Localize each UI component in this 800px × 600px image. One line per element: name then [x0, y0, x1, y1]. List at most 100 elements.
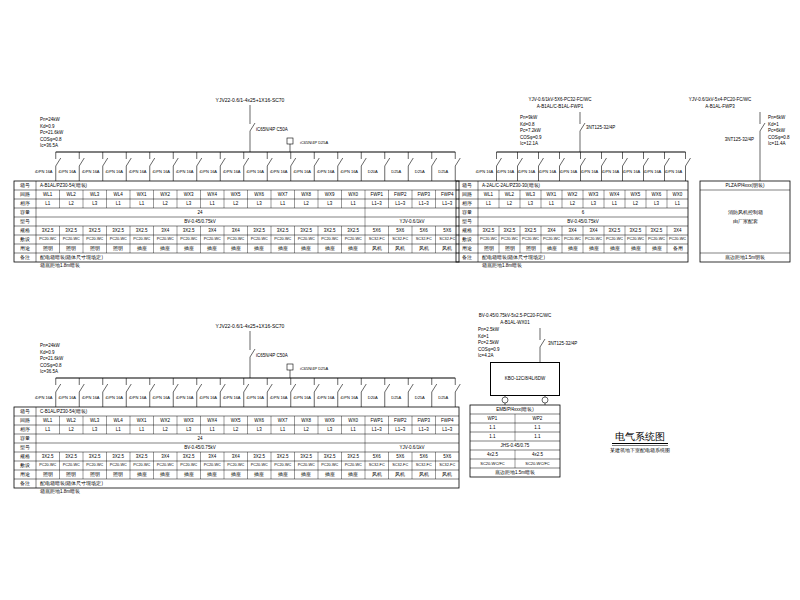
cable-spec: 3X4	[673, 228, 681, 233]
wire	[267, 158, 272, 166]
wire	[314, 384, 319, 392]
wire	[456, 235, 688, 236]
circuit-use: 插座	[207, 246, 217, 251]
load-data: COSφ=0.8	[40, 363, 62, 368]
branch-breaker: iDPN 16A	[293, 396, 311, 400]
phase: L1	[116, 427, 121, 432]
wire	[314, 158, 319, 166]
circuit-use: 插座	[348, 472, 358, 477]
wire	[760, 131, 761, 181]
circuit-number: FWP2	[394, 192, 407, 197]
branch-breaker: iDPN 16A	[340, 396, 358, 400]
branch-breaker: iDPN 16A	[105, 170, 123, 174]
load-data: Ic=36.5A	[40, 370, 58, 375]
row-header: 相序	[20, 427, 30, 432]
phase: L1~3	[442, 427, 452, 432]
laying-method: SC32-FC	[439, 238, 455, 242]
wire	[36, 407, 37, 488]
wire	[361, 166, 362, 181]
wire	[540, 347, 541, 362]
laying-method: SC32-FC	[369, 238, 385, 242]
branch-breaker: iDPN 16A	[518, 170, 536, 174]
wire	[106, 190, 107, 208]
circuit-use: 照明	[526, 246, 536, 251]
wire	[149, 392, 150, 407]
laying-method: PC20-WC	[274, 238, 291, 242]
switch-box: KBO-12C/8/4L/6DW	[490, 362, 560, 396]
wire	[667, 226, 668, 253]
wire	[412, 190, 413, 208]
phase: L1	[612, 201, 617, 206]
row-header: 容量	[462, 210, 472, 215]
laying-method: PC20-WC	[251, 464, 268, 468]
install-note: 箱底距地1.8m暗装	[40, 264, 80, 269]
branch-breaker: iDPN 16A	[270, 170, 288, 174]
branch-breaker: iDPN 16A	[665, 170, 683, 174]
feeder-cable: YJV22-0.6/1-4x25+1X16-SC70	[216, 98, 285, 103]
wire	[291, 158, 296, 166]
main-breaker: 3NT125-32/4P	[586, 126, 615, 131]
circuit-use: 照明	[43, 472, 53, 477]
branch-breaker: iDPN 16A	[560, 170, 578, 174]
circuit-number: WX0	[348, 192, 358, 197]
wire	[130, 190, 131, 208]
capacity: 1.1	[534, 434, 540, 439]
circuit-use: 风机	[442, 472, 452, 477]
circuit-use: 风机	[419, 472, 429, 477]
wire	[244, 384, 249, 392]
wire	[14, 416, 459, 417]
wire	[290, 370, 291, 378]
row-header: 箱号	[462, 183, 472, 188]
wire	[602, 158, 607, 166]
laying-method: SC20-WC/FC	[480, 462, 504, 466]
circuit-use: 插座	[325, 246, 335, 251]
cable-type: YJV-0.6/1kV	[400, 445, 425, 450]
branch-breaker: iDPN 16A	[129, 396, 147, 400]
circuit-number: WX1	[547, 192, 557, 197]
cable-spec: 5X6	[396, 454, 404, 459]
phase: L3	[327, 201, 332, 206]
circuit-use: 插座	[207, 472, 217, 477]
wire	[196, 166, 197, 181]
feeder-cable: YJV22-0.6/1-4x25+1X16-SC70	[216, 324, 285, 329]
circuit-number: WX0	[673, 192, 683, 197]
wire	[14, 425, 459, 426]
wire	[267, 384, 272, 392]
wire	[581, 158, 586, 166]
wire	[667, 190, 668, 208]
wire	[562, 226, 563, 253]
wire	[612, 443, 668, 444]
cable-spec: 5X6	[396, 228, 404, 233]
branch-breaker: iDPN 16A	[82, 170, 100, 174]
main-breaker: iC65N/4P C50A	[256, 128, 288, 133]
wire	[173, 166, 174, 181]
wire	[540, 328, 541, 340]
wire	[126, 392, 127, 407]
branch-breaker: iDPN 16A	[270, 396, 288, 400]
laying-method: PC20-WC	[227, 464, 244, 468]
wire	[515, 414, 516, 441]
cable-spec: 4x2.5	[487, 452, 498, 457]
wire	[271, 452, 272, 479]
circuit-use: 插座	[160, 246, 170, 251]
phase: L1	[280, 427, 285, 432]
cable-spec: 3X2.5	[300, 454, 312, 459]
phase: L1~3	[419, 201, 429, 206]
branch-breaker: iDPN 16A	[176, 396, 194, 400]
phase: L3	[654, 201, 659, 206]
row-header: 回路	[462, 192, 472, 197]
wire	[431, 166, 432, 181]
circuit-use: 插座	[231, 246, 241, 251]
phase: L1~3	[372, 427, 382, 432]
phase: L3	[92, 427, 97, 432]
wire	[365, 416, 366, 434]
cable-spec: 3X2.5	[112, 228, 124, 233]
wire	[220, 392, 221, 407]
phase: L2	[570, 201, 575, 206]
laying-method: PC20-WC	[204, 464, 221, 468]
branch-breaker: iDPN 16A	[58, 396, 76, 400]
wire	[267, 166, 268, 181]
circuit-number: WL3	[90, 192, 99, 197]
branch-breaker: D25A	[438, 396, 448, 400]
phase: L2	[233, 201, 238, 206]
